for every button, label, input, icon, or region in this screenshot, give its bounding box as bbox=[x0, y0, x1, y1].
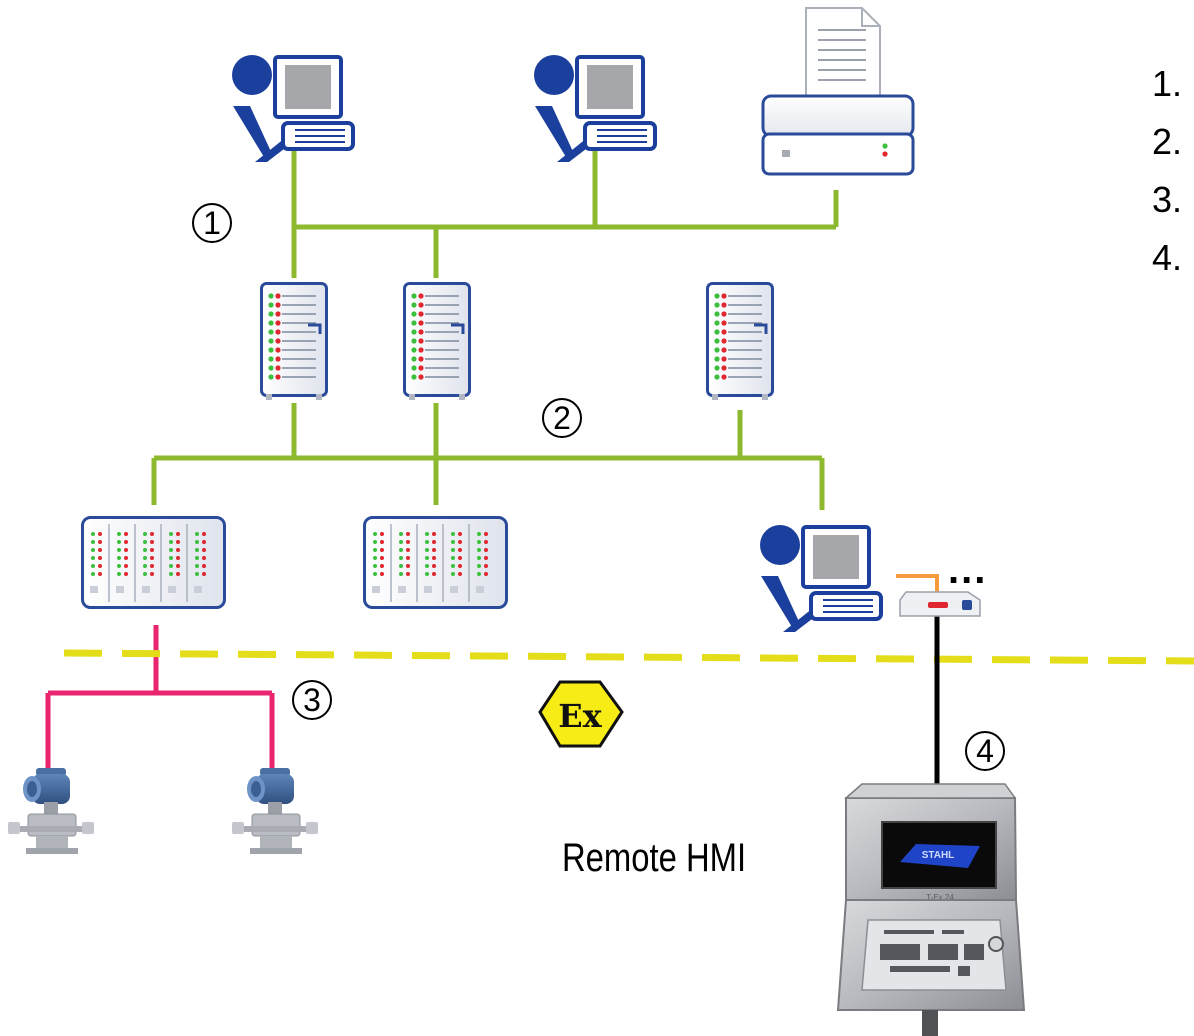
pressure-transmitter-icon bbox=[7, 767, 95, 855]
legend-item-1: 1. bbox=[1152, 63, 1183, 104]
network-label-1: 1 bbox=[192, 203, 232, 243]
server-icon bbox=[260, 282, 328, 402]
operator-workstation-icon bbox=[532, 53, 657, 164]
operator-workstation-icon bbox=[230, 53, 355, 164]
io-station-icon bbox=[365, 518, 507, 608]
network-label-3: 3 bbox=[292, 680, 332, 720]
printer-icon bbox=[761, 7, 915, 176]
pressure-transmitter-icon bbox=[231, 767, 319, 855]
legend-item-3: 3. bbox=[1152, 179, 1183, 220]
control-network-bus bbox=[151, 403, 825, 510]
plant-network-bus bbox=[291, 149, 839, 278]
svg-text:STAHL: STAHL bbox=[922, 850, 955, 861]
hazardous-area-boundary bbox=[63, 649, 1194, 665]
svg-text:T-Ex 24: T-Ex 24 bbox=[926, 893, 954, 902]
svg-text:Ex: Ex bbox=[558, 697, 602, 735]
extender-cable bbox=[896, 574, 939, 592]
continuation-ellipsis: ... bbox=[948, 548, 988, 592]
ex-hazard-symbol: Ex bbox=[538, 680, 624, 748]
server-icon bbox=[403, 282, 471, 402]
legend-item-4: 4. bbox=[1152, 237, 1183, 278]
fieldbus bbox=[45, 625, 275, 768]
server-icon bbox=[706, 282, 774, 402]
network-label-2: 2 bbox=[542, 398, 582, 438]
remote-hmi-terminal-icon: STAHL T-Ex 24 bbox=[836, 783, 1026, 1036]
network-label-4: 4 bbox=[965, 731, 1005, 771]
kvm-extender-icon bbox=[899, 591, 981, 617]
legend-item-2: 2. bbox=[1152, 121, 1183, 162]
remote-hmi-label: Remote HMI bbox=[562, 836, 747, 880]
io-station-icon bbox=[83, 518, 225, 608]
operator-workstation-icon bbox=[758, 523, 883, 634]
